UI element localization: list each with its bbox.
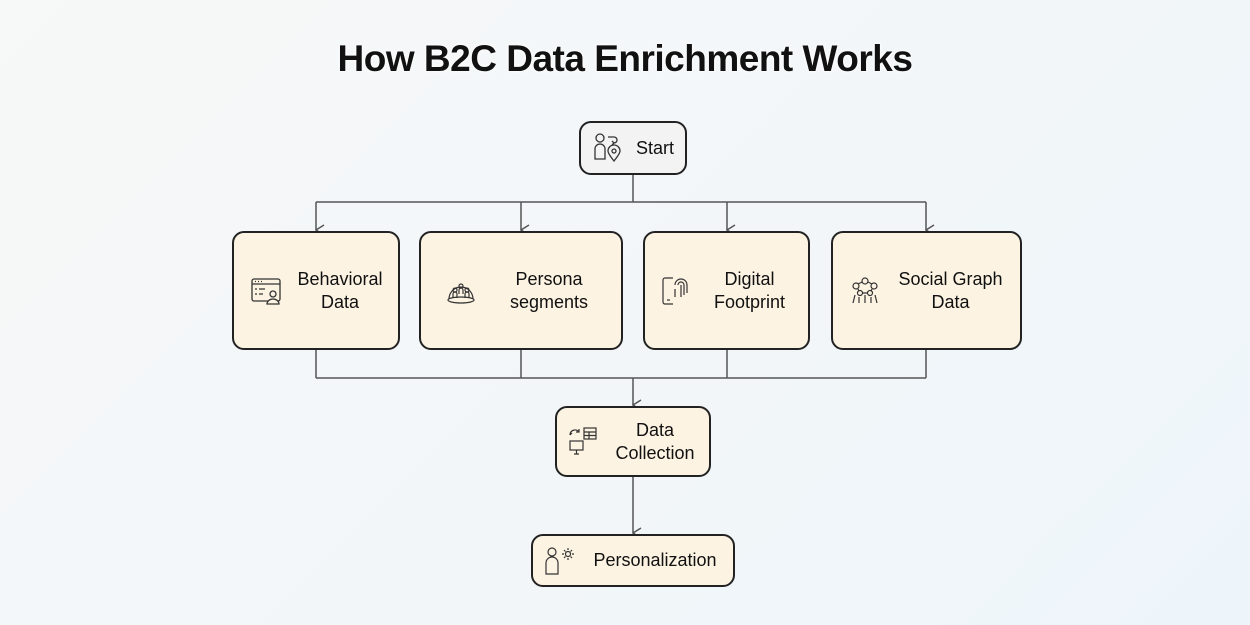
user-location-icon (594, 133, 621, 163)
diagram-title: How B2C Data Enrichment Works (337, 38, 913, 79)
node-label-line1: Persona (515, 268, 583, 289)
connector-merge (315, 350, 927, 379)
data-sync-icon (569, 426, 597, 455)
node-label-line2: Collection (615, 442, 695, 463)
node-start: Start (579, 121, 687, 175)
node-label-line1: Digital (724, 268, 775, 289)
node-label-line2: Footprint (713, 291, 786, 312)
node-label: Start (635, 137, 674, 158)
node-label-line1: Social Graph (898, 268, 1003, 289)
node-label-line2: segments (509, 291, 589, 312)
node-label-line2: Data (320, 291, 360, 312)
user-gear-icon (545, 546, 574, 575)
phone-fingerprint-icon (662, 276, 688, 305)
node-label-line1: Behavioral (297, 268, 383, 289)
browser-user-icon (251, 277, 281, 305)
connector-start (316, 175, 926, 203)
node-personalization: Personalization (531, 534, 735, 587)
node-label-line1: Data (635, 419, 675, 440)
network-people-icon (852, 276, 878, 303)
group-dome-icon (447, 282, 475, 304)
node-label-line2: Data (931, 291, 970, 312)
node-label: Personalization (593, 550, 717, 570)
